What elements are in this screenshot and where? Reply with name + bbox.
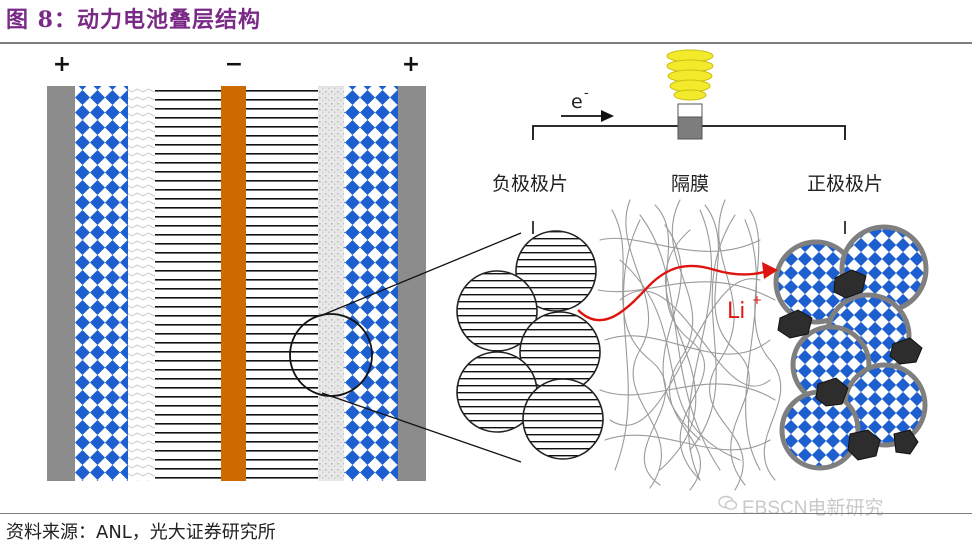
positive-terminal-right: +: [402, 52, 420, 77]
conductive-additive: [777, 269, 923, 461]
separator-layer-left: [128, 86, 155, 481]
bulb-icon: [666, 49, 714, 140]
anode-particle: [456, 270, 538, 352]
wechat-icon: [718, 495, 738, 510]
top-divider: [0, 42, 972, 44]
cathode-layer-left: [75, 86, 128, 481]
zoom-line-top: [319, 232, 522, 317]
separator-fibers: [597, 199, 782, 491]
layer-stack: [47, 86, 426, 481]
electron-label: e: [571, 91, 583, 113]
lithium-ion-charge: +: [752, 293, 762, 307]
cathode-current-collector-right: [398, 86, 426, 481]
negative-terminal: −: [225, 52, 243, 77]
cathode-layer-right: [344, 86, 398, 481]
watermark: EBSCN电新研究: [742, 498, 884, 519]
anode-layer-left: [155, 86, 221, 481]
anode-label: 负极极片: [492, 173, 568, 195]
zoom-line-bottom: [321, 392, 522, 463]
anode-layer-right: [246, 86, 318, 481]
cathode-particles: [773, 224, 929, 471]
positive-terminal-left: +: [53, 52, 71, 77]
anode-particle: [515, 230, 597, 312]
lithium-ion-arrow-head: [762, 262, 778, 279]
electron-charge: -: [584, 86, 589, 101]
cathode-label: 正极极片: [807, 173, 883, 195]
separator-layer-right: [318, 86, 344, 481]
cathode-current-collector-left: [47, 86, 75, 481]
separator-label: 隔膜: [671, 173, 709, 195]
copper-current-collector: [221, 86, 246, 481]
electron-arrow-head: [601, 110, 614, 122]
anode-particles: [456, 230, 604, 460]
source-note: 资料来源：ANL，光大证券研究所: [6, 522, 276, 543]
bottom-divider: [0, 513, 972, 514]
lithium-ion-label: Li: [727, 299, 745, 324]
figure-title: 图 8：动力电池叠层结构: [6, 7, 261, 33]
lithium-ion-path: [577, 264, 765, 322]
cathode-particle: [779, 389, 861, 471]
anode-particle: [522, 378, 604, 460]
